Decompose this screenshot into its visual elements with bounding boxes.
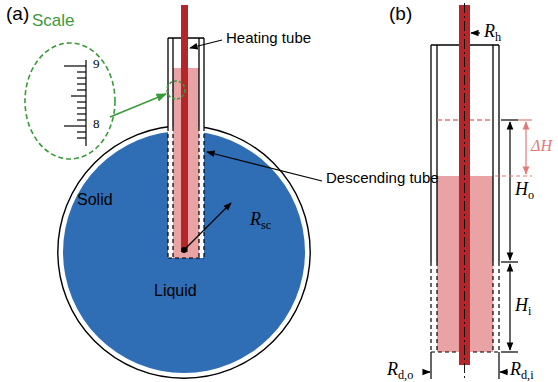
part-name: Heating tube bbox=[226, 30, 311, 47]
callout-title: Scale bbox=[32, 12, 75, 31]
scale-number: 9 bbox=[93, 57, 100, 71]
region-label: Solid bbox=[77, 191, 113, 209]
panel-label: (b) bbox=[389, 4, 412, 25]
dimension-symbol: Rd,i bbox=[510, 360, 534, 380]
dimension-lines bbox=[423, 33, 532, 379]
scale-number: 8 bbox=[93, 117, 100, 131]
node-outline bbox=[24, 42, 116, 160]
dimension-symbol: Rsc bbox=[250, 210, 271, 230]
leader-line bbox=[207, 152, 322, 181]
dimension-symbol: Rd,o bbox=[387, 360, 413, 380]
descending-tube bbox=[168, 5, 204, 258]
dimension-symbol: Rh bbox=[484, 22, 501, 42]
radius-arrow bbox=[184, 203, 231, 250]
scale-ticks bbox=[64, 60, 86, 146]
dimension-symbol: Hi bbox=[515, 296, 531, 316]
dimension-symbol: ΔH bbox=[531, 137, 552, 155]
panel-label: (a) bbox=[6, 4, 29, 25]
dimension-symbol: Ho bbox=[515, 180, 534, 200]
part-name: Descending tube bbox=[326, 170, 439, 187]
scale-callout: Scale98 bbox=[24, 42, 116, 160]
heating-tube bbox=[181, 5, 188, 252]
tube-section bbox=[431, 3, 499, 380]
leader-line bbox=[110, 94, 166, 117]
scale-spot bbox=[167, 81, 185, 99]
leader-line bbox=[190, 40, 222, 48]
region-label: Liquid bbox=[154, 282, 197, 300]
